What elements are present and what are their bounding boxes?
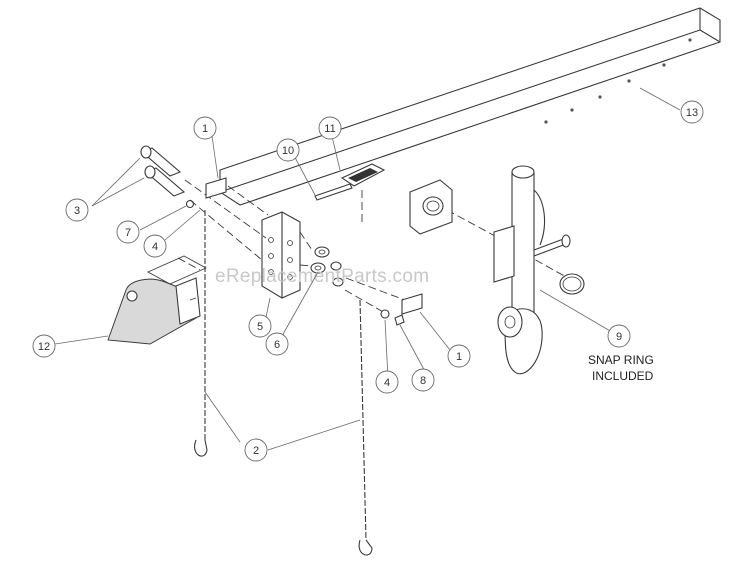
bolts (140, 145, 195, 209)
decal-labels (205, 177, 423, 315)
callout-4a[interactable]: 4 (143, 234, 167, 258)
callout-4b[interactable]: 4 (375, 370, 399, 394)
svg-text:4: 4 (152, 241, 158, 253)
callout-3[interactable]: 3 (65, 198, 89, 222)
callout-12[interactable]: 12 (32, 334, 56, 358)
svg-text:13: 13 (686, 107, 698, 119)
bolt-nut-right (380, 309, 405, 326)
svg-text:11: 11 (324, 123, 335, 135)
svg-text:1: 1 (202, 123, 208, 135)
warning-decals (314, 163, 386, 201)
leader-lines (54, 87, 681, 451)
note-line-1: SNAP RING (588, 353, 654, 367)
svg-text:2: 2 (253, 445, 259, 457)
mounting-bracket (261, 211, 301, 299)
svg-text:4: 4 (384, 377, 390, 389)
svg-text:1: 1 (456, 351, 462, 363)
svg-text:9: 9 (616, 331, 622, 343)
watermark: eReplacementParts.com (215, 266, 429, 287)
coupler (107, 255, 207, 345)
callout-8[interactable]: 8 (411, 368, 435, 392)
callout-1a[interactable]: 1 (193, 116, 217, 140)
svg-text:8: 8 (420, 375, 426, 387)
callout-6[interactable]: 6 (265, 332, 289, 356)
tongue-beam (219, 7, 721, 206)
callout-10[interactable]: 10 (276, 138, 300, 162)
callout-11[interactable]: 11 (318, 116, 342, 140)
washers (310, 246, 344, 287)
safety-chain-right (358, 299, 373, 556)
svg-text:3: 3 (74, 205, 80, 217)
callout-5[interactable]: 5 (248, 314, 272, 338)
svg-text:7: 7 (125, 227, 131, 239)
svg-text:12: 12 (38, 341, 50, 353)
tongue-jack (493, 165, 585, 375)
callout-7[interactable]: 7 (116, 220, 140, 244)
svg-text:6: 6 (274, 339, 280, 351)
callout-2[interactable]: 2 (244, 438, 268, 462)
assembly-lines (177, 179, 569, 314)
svg-text:5: 5 (257, 321, 263, 333)
callout-1b[interactable]: 1 (447, 344, 471, 368)
note-line-2: INCLUDED (592, 369, 654, 383)
callout-13[interactable]: 13 (680, 100, 704, 124)
callout-9[interactable]: 9 (607, 324, 631, 348)
jack-mount-plate (409, 179, 453, 235)
safety-chain-left (194, 210, 208, 457)
svg-text:10: 10 (282, 145, 294, 157)
